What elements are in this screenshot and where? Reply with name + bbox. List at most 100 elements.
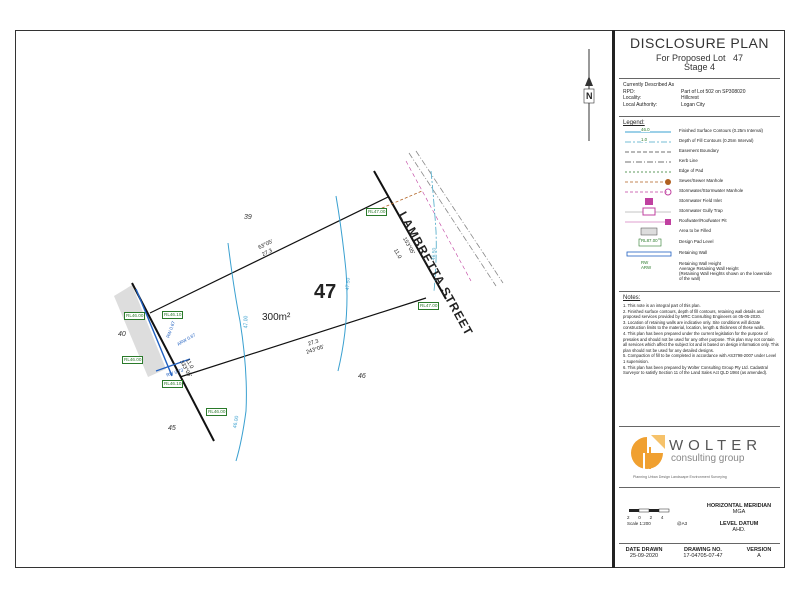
legend-symbol: RL87.00 [623,238,673,247]
note-item: 3. Location of retaining walls are indic… [623,319,765,331]
separator [619,426,780,427]
company-name: WOLTER [669,437,763,454]
lot-number: 47 [314,281,337,303]
stormwater-line [405,160,472,282]
plan-title: DISCLOSURE PLAN [630,35,769,51]
legend-symbol: 46.0 [623,127,673,136]
proposed-lot-label: For Proposed Lot [655,53,726,63]
plan-drawing [114,49,595,462]
site-plan: N LAMBRETTA STREET 47 300m² 39 40 45 46 … [16,31,612,567]
separator [619,543,780,544]
described-row: Locality:Hillcrest [623,95,699,101]
legend-title: Legend: [623,120,645,126]
lot-area: 300m² [262,312,291,323]
legend-item: Sewer/Sewer Manhole [623,177,783,186]
legend-symbol [623,157,673,166]
legend-symbol [623,197,673,206]
pad-level: RL46.10 [162,311,184,319]
drawing-frame [15,30,785,568]
scale-label: Scale 1:200 [627,521,651,526]
legend-symbol [623,217,673,226]
south-boundary [179,297,427,378]
north-label: N [586,91,593,101]
separator [619,116,780,117]
currently-described: Currently Described As RPD:Part of Lot 5… [623,82,746,108]
legend-item: Kerb Line [623,157,783,166]
scale-paper: @A3 [677,521,688,526]
described-header: Currently Described As [623,82,675,88]
stage-label: Stage 4 [683,62,716,72]
area-to-be-filled [114,285,166,377]
legend-label: Retaining Wall [679,250,708,255]
company-tagline: consulting group [671,453,745,464]
company-services: Planning Urban Design Landscape Environm… [633,475,727,479]
legend-item: 46.0 Finished Surface Contours (0.25m Int… [623,127,783,136]
neighbour-lot: 40 [118,331,126,338]
contour-label: 46.50 [430,247,438,261]
legend-symbol: 1.0 [623,137,673,146]
contour-label: 47.50 [344,277,352,291]
kerb-line [408,152,497,287]
proposed-lot-number: 47 [733,53,744,63]
legend-symbol [623,207,673,216]
pad-level: RL46.00 [122,356,144,364]
legend-label: Finished Surface Contours (0.25m Interva… [679,128,763,133]
legend-label: Stormwater/Stormwater Manhole [679,188,744,193]
note-item: 6. This plan has been prepared by Wolter… [623,364,768,376]
legend-label: Kerb Line [679,158,698,163]
legend-label: Design Pad Level [679,239,714,244]
note-item: 5. Compaction of fill to be completed in… [623,353,777,364]
legend-label: Depth of Fill Contours (0.25m Interval) [679,138,754,143]
legend-item: Stormwater/Stormwater Manhole [623,187,783,196]
rear-boundary [131,282,215,442]
neighbour-lot: 45 [168,425,176,432]
legend-label: Stormwater Field Inlet [679,198,722,203]
legend-symbol [623,187,673,196]
legend-item: Roofwater/Roofwater Pit [623,217,783,226]
note-item: 1. This note is an integral part of this… [623,303,701,308]
drawing-number: DRAWING NO.17-04705-07-47 [683,547,723,559]
street-boundary [373,170,447,300]
legend-item: RL87.00 Design Pad Level [623,238,783,247]
legend-item: Stormwater Field Inlet [623,197,783,206]
described-row: Local Authority:Logan City [623,101,705,108]
north-arrow-icon [585,76,593,86]
legend-symbol [623,147,673,156]
north-boundary [149,196,389,314]
legend-label: Sewer/Sewer Manhole [679,178,724,183]
kerb-line-2 [415,150,504,284]
neighbour-lot: 39 [244,214,252,221]
pad-level: RL46.00 [206,408,228,416]
contour-line [227,242,247,462]
contour-line [335,195,348,372]
note-item: 2. Finished surface contours, depth of f… [623,308,764,320]
scale-ticks: 2 0 2 4 [627,515,664,520]
legend-symbol [623,227,673,236]
legend-symbol-text: RL87.00 [641,238,658,243]
notes-title: Notes: [623,295,641,301]
title-block: DISCLOSURE PLAN For Proposed Lot 47 Stag… [615,31,784,567]
wolter-logo-icon [631,435,665,469]
legend-label: Area to be Filled [679,228,711,233]
legend-item: Area to be Filled [623,227,783,236]
fill-contour-line [430,170,437,292]
pad-level: RL46.00 [124,312,146,320]
legend-symbol [623,249,673,258]
described-row: RPD:Part of Lot 502 on SP308020 [623,88,746,95]
legend-label: Roofwater/Roofwater Pit [679,218,727,223]
panel-divider [612,30,615,568]
legend-item: Edge of Pad [623,167,783,176]
pad-level: RL47.00 [418,302,440,310]
legend-symbol [623,177,673,186]
contour-label: 47.00 [243,315,250,329]
legend-label: Edge of Pad [679,168,704,173]
pad-level: RL47.00 [366,208,388,216]
north-arrow-box [583,88,595,104]
separator [619,78,780,79]
notes-list: 1. This note is an integral part of this… [623,303,779,376]
retaining-wall-2 [155,358,191,372]
legend-item: 1.0 Depth of Fill Contours (0.25m Interva… [623,137,783,146]
